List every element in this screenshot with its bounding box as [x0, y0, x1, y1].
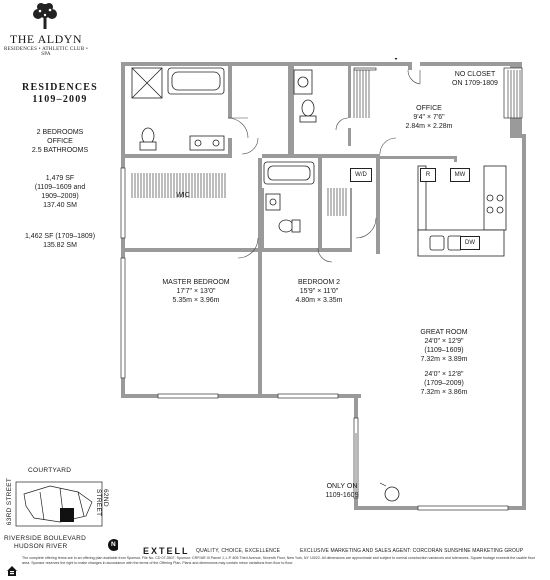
great-room-m-1: 7.32m × 3.89m	[420, 356, 468, 363]
developer-tagline: QUALITY, CHOICE, EXCELLENCE	[196, 548, 281, 554]
street-left-label: 63RD STREET	[6, 477, 14, 526]
north-arrow-icon	[108, 539, 118, 551]
office-dimensions-m: 2.84m × 2.28m	[405, 123, 453, 130]
developer-logo: EXTELL	[143, 546, 190, 556]
great-room-label: GREAT ROOM 24'0" × 12'9" (1109–1609) 7.3…	[404, 328, 484, 397]
wic-label: WIC	[176, 192, 190, 199]
floor-plan: R MW DW W/D NO CLOSET ON 1709-1809 OFFIC…	[118, 58, 550, 514]
residence-bedrooms: 2 BEDROOMS	[36, 129, 84, 136]
residence-alt-area-sf: 1,462 SF (1709–1809)	[24, 233, 96, 240]
brand-name: THE ALDYN	[9, 32, 83, 46]
residence-area: 1,479 SF (1109–1609 and 1909–2009) 137.4…	[8, 174, 112, 210]
no-closet-units: ON 1709-1809	[452, 80, 498, 87]
microwave-label: MW	[450, 168, 470, 182]
tree-logo-icon	[33, 3, 57, 29]
floor-plan-drawing	[120, 58, 526, 511]
master-bedroom-name: MASTER BEDROOM	[162, 279, 230, 286]
bedroom-2-name: BEDROOM 2	[297, 279, 340, 286]
no-closet-note: NO CLOSET ON 1709-1809	[434, 70, 516, 88]
master-bedroom-m: 5.35m × 3.96m	[172, 297, 220, 304]
residence-area-units-2: 1909–2009)	[41, 193, 79, 200]
fridge-label: R	[420, 168, 436, 182]
key-map-drawing	[15, 481, 118, 551]
great-room-m-2: 7.32m × 3.86m	[420, 389, 468, 396]
bedroom-2-m: 4.80m × 3.35m	[295, 297, 343, 304]
only-on-note: ONLY ON 1109-1609	[314, 482, 370, 500]
key-map: COURTYARD 63RD STREET 62ND STREET RIVERS…	[0, 462, 118, 552]
master-bedroom-label: MASTER BEDROOM 17'7" × 13'0" 5.35m × 3.9…	[146, 278, 246, 305]
residence-area-units-1: (1109–1609 and	[34, 184, 86, 191]
legal-disclaimer: The complete offering terms are in an of…	[22, 556, 535, 565]
residence-units: 1109–2009	[32, 94, 88, 105]
master-bedroom-ft: 17'7" × 13'0"	[176, 288, 216, 295]
entrance-arrow-icon	[394, 58, 398, 60]
great-room-units-1: (1109–1609)	[424, 347, 464, 354]
great-room-ft-1: 24'0" × 12'9"	[424, 338, 464, 345]
unit-location-marker	[60, 508, 74, 522]
courtyard-label: COURTYARD	[28, 467, 72, 474]
residence-area-sf: 1,479 SF	[45, 175, 75, 182]
equal-housing-icon	[7, 566, 17, 576]
residence-bathrooms: 2.5 BATHROOMS	[31, 147, 89, 154]
residence-heading-title: RESIDENCES	[22, 82, 98, 93]
bedroom-2-ft: 15'9" × 11'0"	[299, 288, 339, 295]
dishwasher-label: DW	[460, 236, 480, 250]
residence-alt-area-sm: 135.82 SM	[43, 242, 77, 249]
residence-area-sm: 137.40 SM	[43, 202, 77, 209]
north-label: N	[111, 541, 116, 548]
column-marker	[384, 486, 400, 502]
brand-tagline: RESIDENCES • ATHLETIC CLUB • SPA	[3, 47, 89, 57]
door-swings	[227, 69, 421, 263]
only-on-units: 1109-1609	[325, 492, 359, 499]
bathroom-fixtures	[131, 67, 317, 233]
great-room-ft-2: 24'0" × 12'8"	[424, 371, 464, 378]
residence-heading: RESIDENCES 1109–2009	[8, 82, 112, 106]
residence-office: OFFICE	[47, 138, 73, 145]
washer-dryer-label: W/D	[350, 168, 372, 182]
office-dimensions-ft: 9'4" × 7'6"	[413, 114, 445, 121]
boulevard-label: RIVERSIDE BOULEVARD	[4, 535, 87, 542]
great-room-name: GREAT ROOM	[420, 329, 468, 336]
sales-agent-text: EXCLUSIVE MARKETING AND SALES AGENT: COR…	[300, 548, 524, 554]
bedroom-2-label: BEDROOM 2 15'9" × 11'0" 4.80m × 3.35m	[274, 278, 364, 305]
interior-walls	[125, 62, 457, 398]
street-right-label: 62ND STREET	[95, 489, 109, 517]
callout-line	[379, 482, 387, 487]
office-room-label: OFFICE 9'4" × 7'6" 2.84m × 2.28m	[394, 104, 464, 131]
residence-rooms: 2 BEDROOMS OFFICE 2.5 BATHROOMS	[8, 128, 112, 155]
window-blinds	[131, 70, 521, 498]
river-label: HUDSON RIVER	[14, 543, 68, 550]
great-room-units-2: (1709–2009)	[424, 380, 464, 387]
only-on-title: ONLY ON	[326, 483, 358, 490]
no-closet-title: NO CLOSET	[454, 71, 496, 78]
office-name: OFFICE	[416, 105, 442, 112]
residence-alt-area: 1,462 SF (1709–1809) 135.82 SM	[8, 232, 112, 250]
